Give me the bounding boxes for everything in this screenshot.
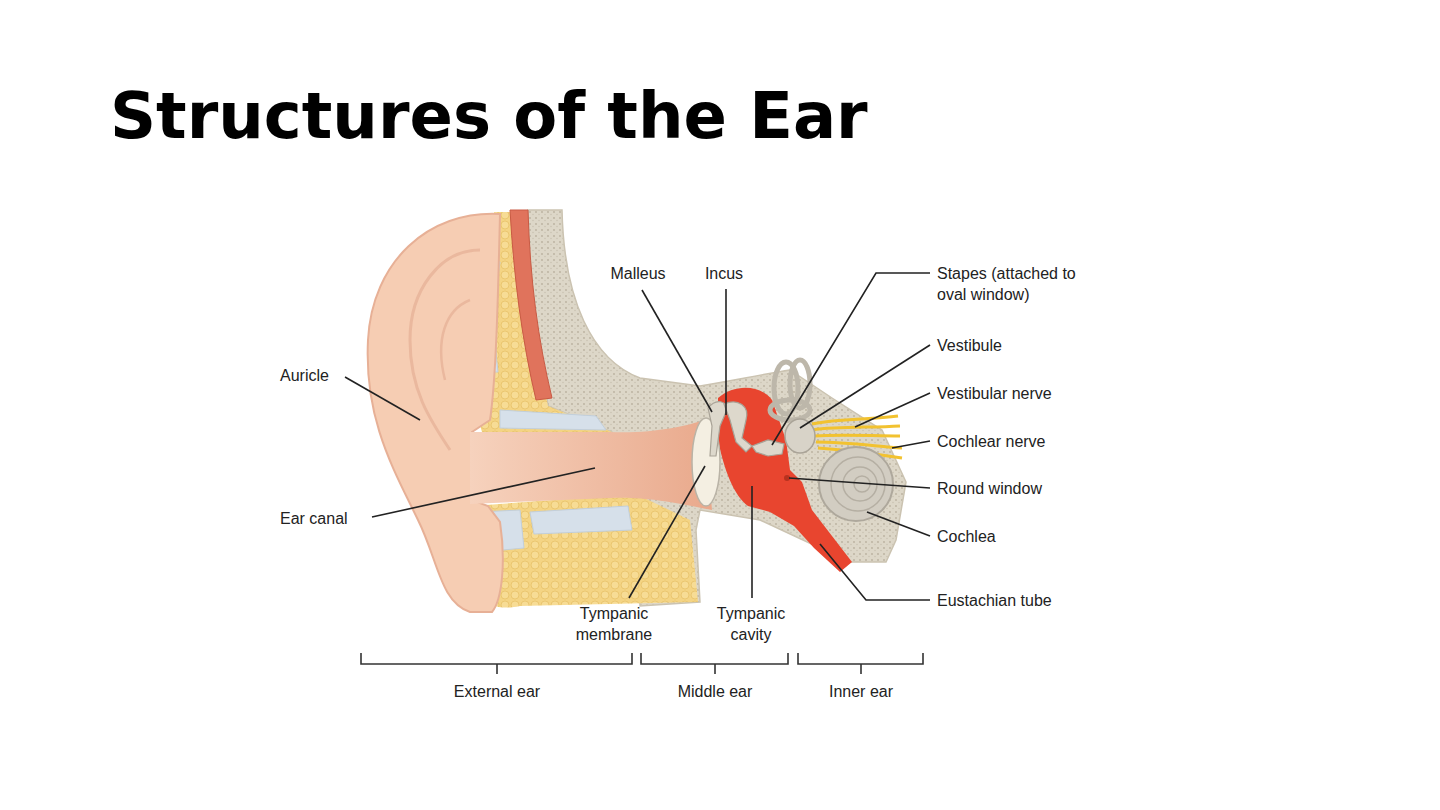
label-holder: Incus [704,263,745,284]
label-holder: Auricle [280,365,331,386]
part-label: Cochlea [937,526,998,547]
muscle-strip [510,210,552,400]
label-holder: External ear [453,681,542,702]
part-label: Tympanic membrane [564,603,664,645]
label-holder: Ear canal [280,508,350,529]
label-holder: Cochlear nerve [937,431,1048,452]
label-holder: Eustachian tube [937,590,1054,611]
label-holder: Tympanic membrane [564,603,664,645]
part-label: Vestibular nerve [937,383,1054,404]
part-label: Eustachian tube [937,590,1054,611]
leader-lines [345,273,930,600]
part-label: Vestibule [937,335,1004,356]
part-label: Round window [937,478,1044,499]
part-label: Tympanic cavity [706,603,796,645]
title-holder: Structures of the Ear [110,84,868,148]
ossicles [708,402,784,456]
part-label: Inner ear [828,681,895,702]
label-holder: Vestibular nerve [937,383,1054,404]
part-label: Ear canal [280,508,350,529]
label-holder: Vestibule [937,335,1004,356]
auricle-shape [368,214,503,612]
ear-canal-shape [470,420,712,510]
label-holder: Malleus [609,263,667,284]
page-title: Structures of the Ear [110,79,868,153]
part-label: Malleus [609,263,667,284]
vestibule-shape [785,419,815,453]
part-label: Incus [704,263,745,284]
label-holder: Round window [937,478,1044,499]
label-holder: Inner ear [828,681,895,702]
part-label: Stapes (attached to oval window) [937,263,1107,305]
label-holder: Tympanic cavity [706,603,796,645]
label-holder: Middle ear [677,681,754,702]
semicircular-canals [770,360,810,420]
part-label: Auricle [280,365,331,386]
part-label: External ear [453,681,542,702]
label-holder: Stapes (attached to oval window) [937,263,1107,305]
region-brackets [361,653,923,674]
part-label: Cochlear nerve [937,431,1048,452]
part-label: Middle ear [677,681,754,702]
label-holder: Cochlea [937,526,998,547]
